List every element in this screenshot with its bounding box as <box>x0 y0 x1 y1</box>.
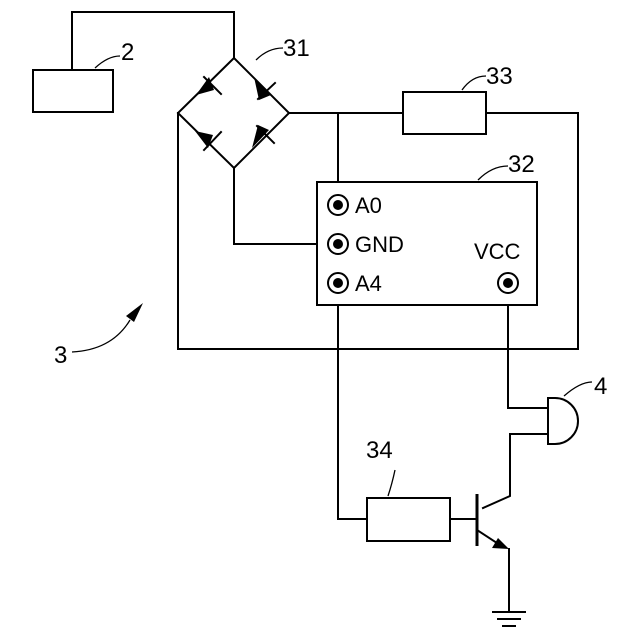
transistor <box>450 494 509 612</box>
wire-bridge-to-gnd <box>234 168 317 244</box>
pin-a0-label: A0 <box>355 193 382 218</box>
leader-resistor-base <box>388 470 395 496</box>
resistor-base <box>367 498 450 541</box>
buzzer <box>548 398 578 444</box>
label-resistor-base: 34 <box>366 437 393 464</box>
bridge-rectifier <box>178 58 289 168</box>
device-box <box>33 70 113 112</box>
label-system: 3 <box>54 342 67 369</box>
pin-vcc-label: VCC <box>474 239 521 264</box>
leader-bridge <box>256 48 283 60</box>
label-buzzer: 4 <box>594 373 607 400</box>
leader-buzzer <box>564 382 592 396</box>
wire-a4-to-resistor <box>338 305 367 519</box>
label-bridge: 31 <box>283 35 310 62</box>
wire-buzzer-to-collector <box>483 434 548 508</box>
pin-gnd-label: GND <box>355 232 404 257</box>
label-controller: 32 <box>508 151 535 178</box>
leader-device <box>95 56 120 68</box>
leader-resistor-top <box>462 76 486 90</box>
label-device: 2 <box>121 39 134 66</box>
leader-controller <box>478 166 508 180</box>
label-resistor-top: 33 <box>486 63 513 90</box>
leader-system <box>72 320 130 352</box>
wire-device-to-bridge <box>72 12 234 70</box>
transistor-emitter-arrow <box>492 538 509 549</box>
pin-a4-label: A4 <box>355 271 382 296</box>
wire-vcc-to-buzzer <box>508 305 548 408</box>
ground-symbol <box>493 612 525 626</box>
resistor-top <box>403 92 486 134</box>
leader-system-arrow <box>126 303 143 322</box>
bridge-outline <box>178 58 289 168</box>
